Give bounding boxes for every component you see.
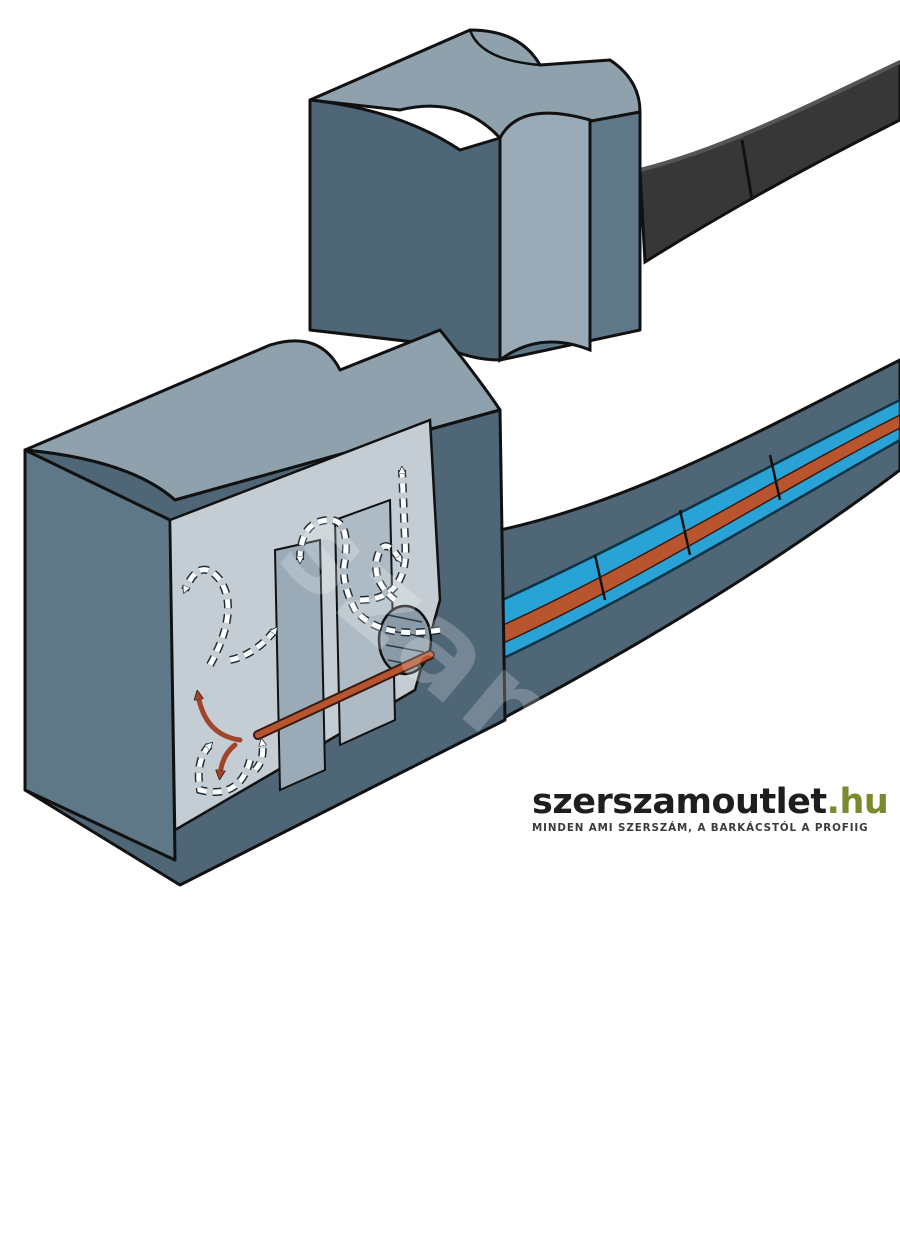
logo-wordmark: szerszamoutlet.hu (532, 782, 889, 822)
solid-arrow-icon (220, 742, 238, 775)
brand-logo: szerszamoutlet.hu MINDEN AMI SZERSZÁM, A… (532, 782, 889, 834)
dashed-arrow-icon (229, 630, 275, 663)
heat-flow-arrows (198, 695, 243, 775)
cutaway-illustration (23, 28, 900, 887)
upper-block (308, 28, 642, 363)
dashed-arrow-icon (196, 745, 253, 795)
logo-name-tld: .hu (826, 782, 889, 822)
logo-name-main: szerszamoutlet (532, 782, 827, 822)
illustration-stage: szamoutlet.hu szerszamoutlet.hu MINDEN A… (23, 28, 900, 887)
dashed-arrow-icon (185, 567, 231, 667)
dashed-arrow-icon (300, 517, 441, 635)
dashed-arrow-icon (373, 543, 400, 602)
logo-tagline: MINDEN AMI SZERSZÁM, A BARKÁCSTÓL A PROF… (532, 822, 869, 834)
dashed-arrow-icon (253, 742, 263, 772)
power-cable (638, 60, 900, 265)
lower-block (23, 328, 507, 887)
gas-hose (408, 358, 900, 723)
solid-arrow-icon (198, 695, 243, 743)
gas-flow-arrows (181, 470, 441, 796)
